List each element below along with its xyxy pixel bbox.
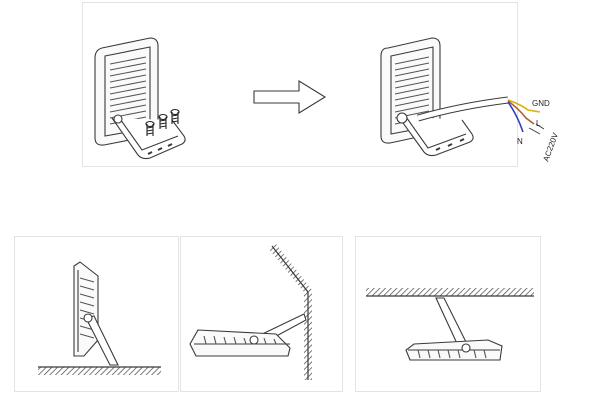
right-arrow-icon <box>253 80 327 114</box>
power-wires <box>507 99 541 133</box>
live-label: L <box>536 119 541 128</box>
wall-mount-panel <box>180 236 343 392</box>
supply-bracket <box>528 123 545 135</box>
gnd-label: GND <box>532 99 550 108</box>
floodlight-with-cable <box>380 37 509 157</box>
floor-mount-diagram <box>38 261 161 375</box>
floodlight-with-screws <box>94 37 186 160</box>
wall-mount-diagram <box>189 244 312 380</box>
neutral-label: N <box>517 137 523 146</box>
supply-voltage-label: AC220V <box>541 131 560 163</box>
screw-icon <box>145 108 180 136</box>
heat-fins <box>109 56 147 125</box>
ceiling-mount-diagram <box>366 288 534 361</box>
